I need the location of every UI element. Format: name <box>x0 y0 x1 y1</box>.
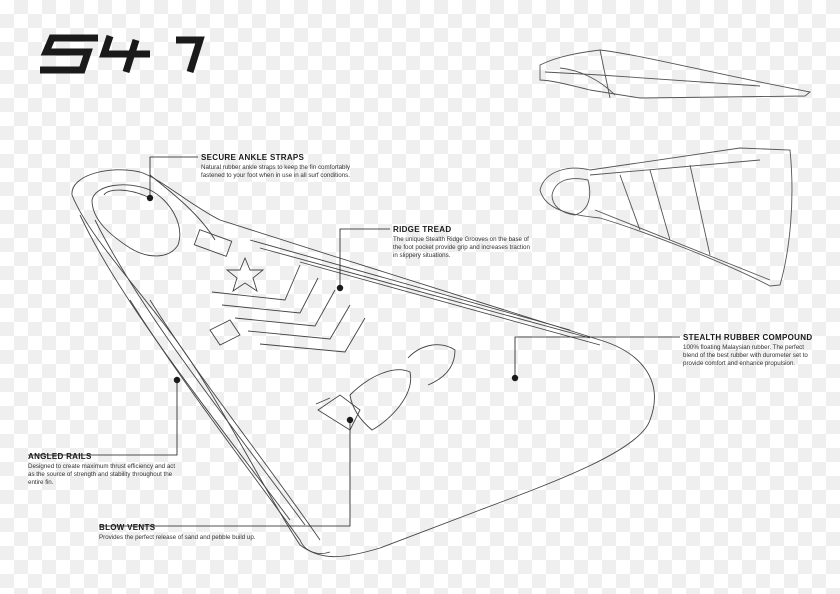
marker-stealth-rubber <box>511 374 519 382</box>
callout-description: The unique Stealth Ridge Grooves on the … <box>393 236 530 259</box>
callout-title: SECURE ANKLE STRAPS <box>201 153 305 162</box>
callout-title: RIDGE TREAD <box>393 225 452 234</box>
callout-title: STEALTH RUBBER COMPOUND <box>683 333 813 342</box>
marker-angled-rails <box>173 376 181 384</box>
callout-description: Natural rubber ankle straps to keep the … <box>201 164 350 179</box>
callout-description: Designed to create maximum thrust effici… <box>28 463 176 486</box>
callout-stealth-rubber-compound: STEALTH RUBBER COMPOUND 100% floating Ma… <box>683 333 813 368</box>
marker-ridge-tread <box>336 284 344 292</box>
callout-title: ANGLED RAILS <box>28 452 92 461</box>
fin-top-view <box>539 147 793 287</box>
fin-side-profile <box>539 49 812 99</box>
callout-title: BLOW VENTS <box>99 523 156 532</box>
callout-ridge-tread: RIDGE TREAD The unique Stealth Ridge Gro… <box>393 225 533 260</box>
marker-ankle-straps <box>146 194 154 202</box>
callout-markers <box>146 194 519 424</box>
s41-logo <box>40 34 205 74</box>
callout-description: 100% floating Malaysian rubber. The perf… <box>683 344 808 367</box>
callout-description: Provides the perfect release of sand and… <box>99 534 256 541</box>
fin-main-drawing <box>71 169 655 558</box>
callout-leaders <box>28 156 680 527</box>
callout-blow-vents: BLOW VENTS Provides the perfect release … <box>99 523 289 542</box>
callout-ankle-straps: SECURE ANKLE STRAPS Natural rubber ankle… <box>201 153 351 180</box>
marker-blow-vents <box>346 416 354 424</box>
callout-angled-rails: ANGLED RAILS Designed to create maximum … <box>28 452 178 487</box>
